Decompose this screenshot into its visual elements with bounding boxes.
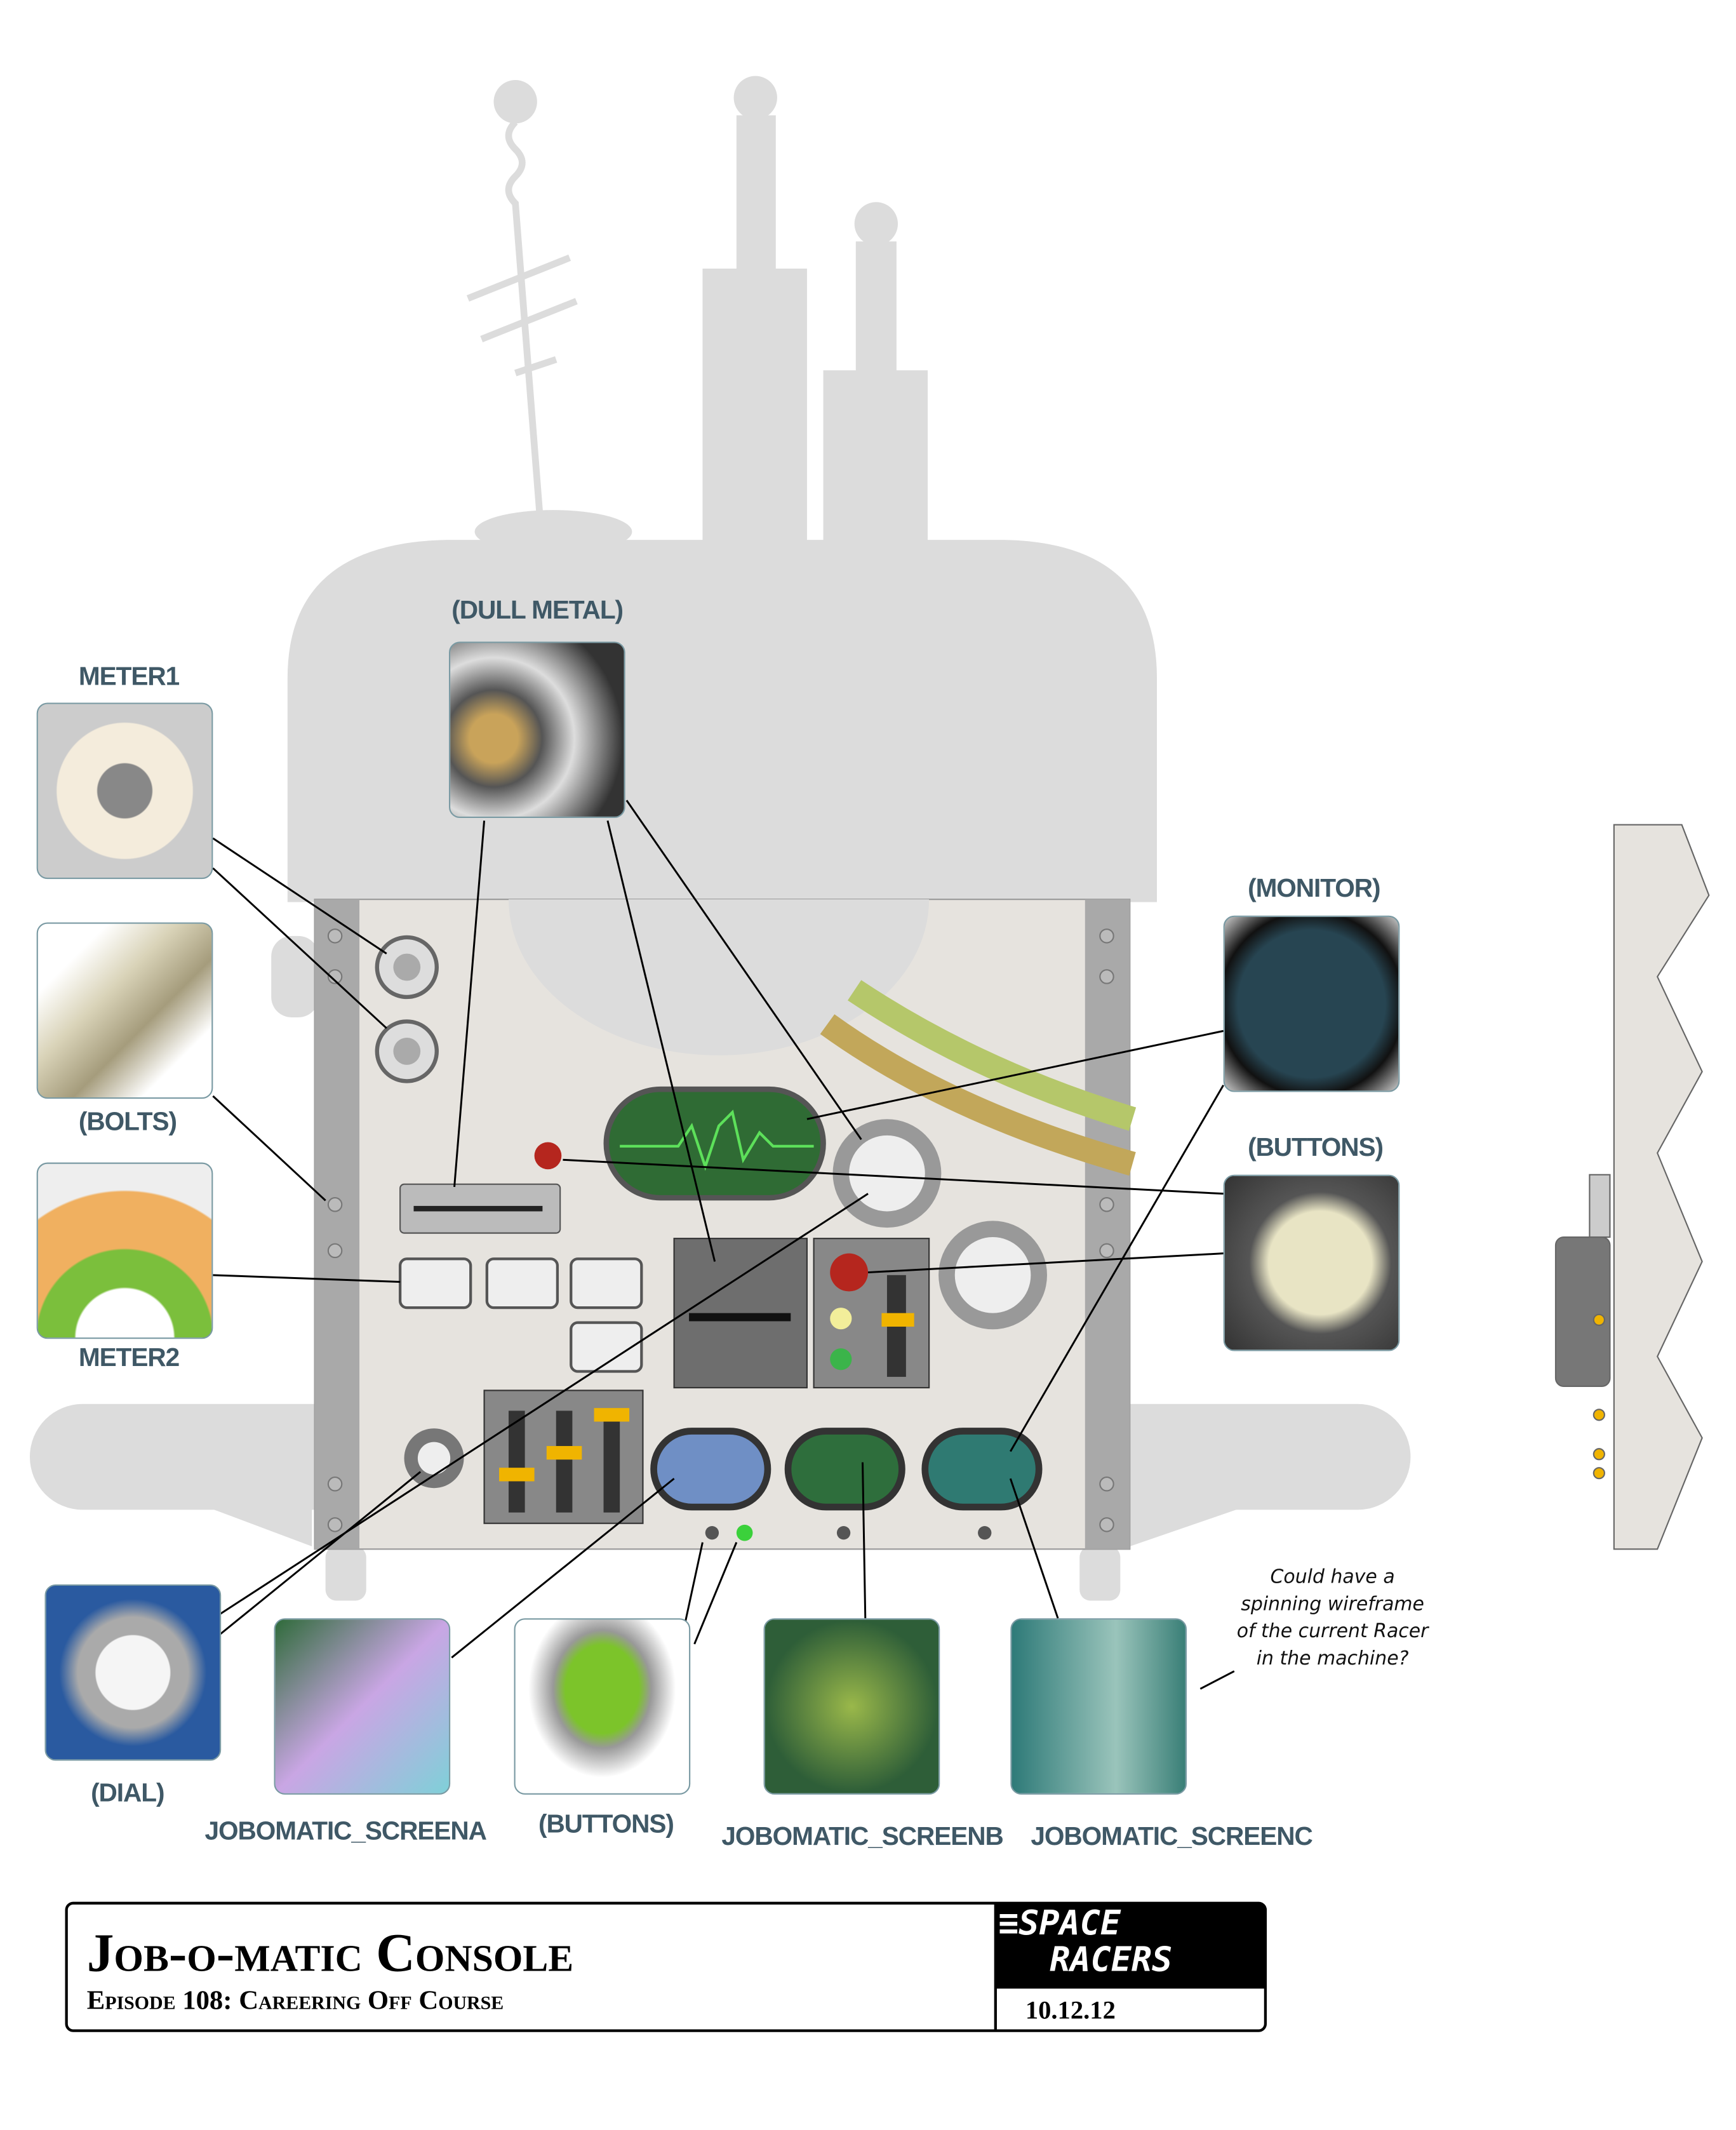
meter2-label: METER2 xyxy=(78,1344,180,1373)
side-view xyxy=(1554,824,1710,1550)
buttons-bottom-label: (BUTTONS) xyxy=(538,1811,674,1840)
date: 10.12.12 xyxy=(1025,1997,1116,2026)
monitor-thumbnail xyxy=(1223,915,1400,1092)
screen-a-label: JOBOMATIC_SCREENA xyxy=(204,1818,487,1847)
screen-b-thumbnail xyxy=(763,1618,940,1795)
screen-c-thumbnail xyxy=(1010,1618,1187,1795)
dull-metal-thumbnail xyxy=(449,641,625,819)
dial-label: (DIAL) xyxy=(91,1779,164,1809)
sheet-title: Job-o-matic Console xyxy=(86,1922,574,1983)
title-block: Job-o-matic Console Episode 108: Careeri… xyxy=(65,1901,1267,2032)
meter2-thumbnail xyxy=(36,1162,213,1339)
buttons-right-label: (BUTTONS) xyxy=(1248,1134,1384,1163)
note-line: Could have a xyxy=(1270,1567,1395,1589)
oscilloscope-screen xyxy=(603,1086,826,1201)
meter1-label: METER1 xyxy=(78,663,180,692)
monitor-label: (MONITOR) xyxy=(1248,874,1380,904)
bolts-thumbnail xyxy=(36,922,213,1099)
bolts-label: (BOLTS) xyxy=(78,1108,177,1137)
handwritten-note: Could have a spinning wireframe of the c… xyxy=(1214,1564,1452,1673)
note-line: of the current Racer xyxy=(1236,1621,1429,1643)
buttons-bottom-thumbnail xyxy=(514,1618,691,1795)
logo-line: ≡SPACE xyxy=(998,1903,1121,1943)
note-line: spinning wireframe xyxy=(1241,1593,1424,1616)
buttons-right-thumbnail xyxy=(1223,1174,1400,1351)
screen-c-label: JOBOMATIC_SCREENC xyxy=(1031,1823,1312,1852)
leader-lines xyxy=(212,800,1235,1690)
screen-a-thumbnail xyxy=(274,1618,451,1795)
dial-thumbnail xyxy=(44,1584,222,1761)
meter1-thumbnail xyxy=(36,702,213,880)
logo-line: RACERS xyxy=(1050,1939,1173,1979)
console-panel xyxy=(314,899,1137,1550)
red-button xyxy=(534,1142,562,1170)
episode-subtitle: Episode 108: Careering Off Course xyxy=(86,1986,504,2016)
screen-b-label: JOBOMATIC_SCREENB xyxy=(721,1823,1003,1852)
space-racers-logo: ≡SPACE RACERS xyxy=(995,1903,1267,1989)
note-line: in the machine? xyxy=(1256,1648,1409,1670)
dull-metal-label: (DULL METAL) xyxy=(451,596,624,626)
